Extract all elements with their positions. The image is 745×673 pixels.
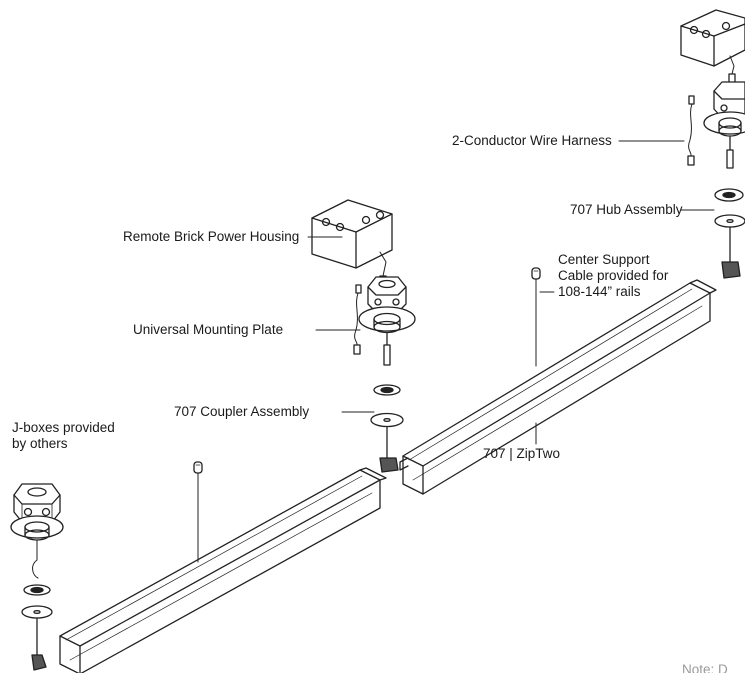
center-support-right [531,267,541,367]
center-support-left [193,461,203,563]
right-rail [399,279,717,495]
jbox-label: J-boxes provided by others [12,420,115,451]
note-label: Note: D [682,662,728,673]
wire-harness-label: 2-Conductor Wire Harness [452,133,612,148]
left-rail [59,467,387,673]
hub-label: 707 Hub Assembly [570,202,683,217]
remote-brick-label: Remote Brick Power Housing [123,229,300,244]
coupler-label: 707 Coupler Assembly [174,404,310,419]
right-stack [680,9,745,279]
middle-stack [311,199,416,473]
leader-lines [307,140,715,445]
universal-plate-label: Universal Mounting Plate [133,322,284,337]
center-support-label: Center Support Cable provided for 108-14… [558,252,669,299]
left-jbox-stack [10,483,64,671]
product-label: 707 | ZipTwo [483,446,561,461]
